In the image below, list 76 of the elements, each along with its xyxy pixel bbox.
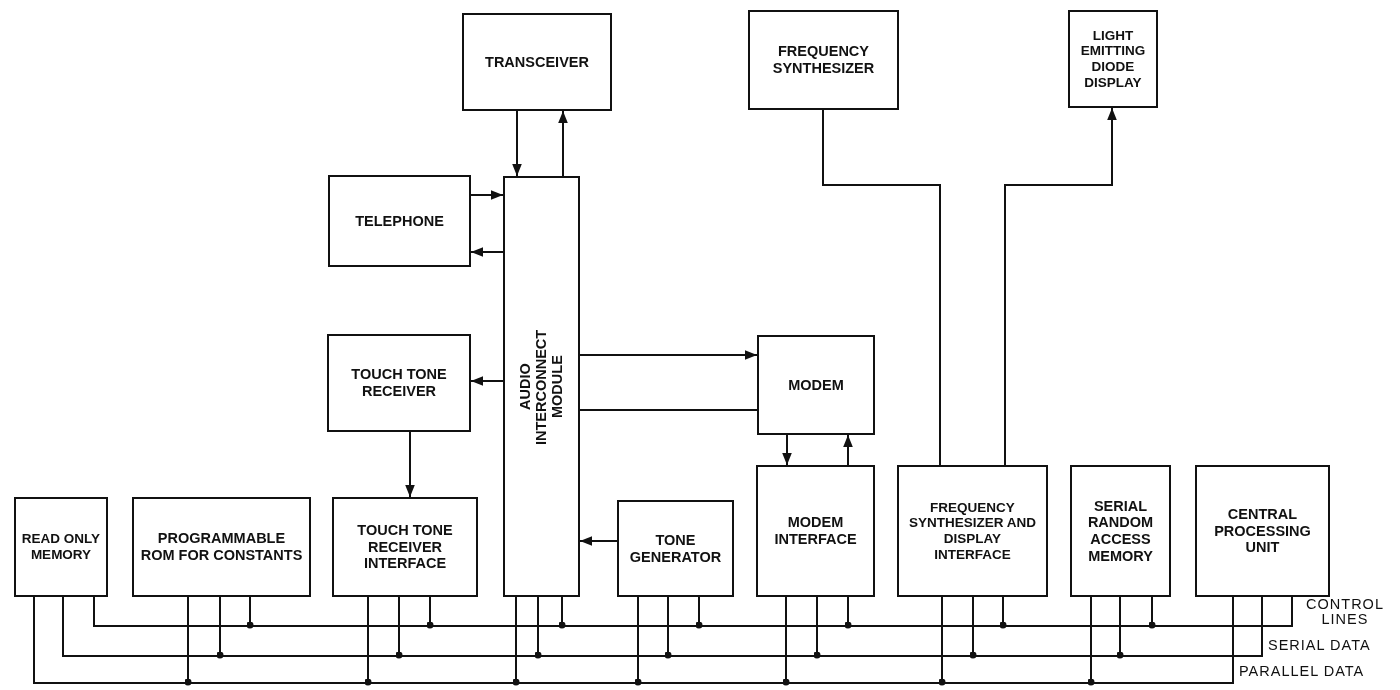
bus-tap-line (93, 596, 95, 626)
bus-tap-line (695, 596, 703, 629)
arrow (1004, 107, 1117, 466)
bus-tap-line (33, 596, 35, 683)
block-box (748, 10, 899, 110)
arrow (405, 431, 415, 498)
block-box (14, 497, 108, 597)
block-box (462, 13, 612, 111)
box-label: FREQUENCY SYNTHESIZER AND DISPLAY INTERFACE (908, 499, 1037, 563)
arrow (512, 110, 522, 177)
box-label: TRANSCEIVER (485, 53, 589, 71)
bus-tap-line (782, 596, 790, 686)
box-label: TOUCH TONE RECEIVER INTERFACE (356, 522, 454, 572)
bus-tap-line (634, 596, 642, 686)
bus-tap-line (999, 596, 1007, 629)
block-box (1068, 10, 1158, 108)
bus-tap-line (184, 596, 192, 686)
block-box (327, 334, 471, 432)
bus-tap-line (534, 596, 542, 659)
bus-tap-line (62, 596, 64, 656)
box-label: READ ONLY MEMORY (21, 531, 101, 563)
bus-tap-line (1291, 596, 1293, 626)
arrow (843, 434, 853, 466)
arrow (579, 536, 618, 546)
bus-tap-line (558, 596, 566, 629)
block-box (332, 497, 478, 597)
bus-tap-line (216, 596, 224, 659)
box-label: MODEM (788, 376, 844, 394)
block-box (132, 497, 311, 597)
bus-tap-line (664, 596, 672, 659)
block-box (1195, 465, 1330, 597)
bus-label: PARALLEL DATA (1239, 664, 1365, 680)
bus-tap-line (426, 596, 434, 629)
box-label: TELEPHONE (355, 212, 444, 230)
block-box (328, 175, 471, 267)
arrow (470, 376, 504, 386)
bus-tap-line (246, 596, 254, 629)
bus-tap-line (364, 596, 372, 686)
box-label: LIGHT EMITTING DIODE DISPLAY (1079, 27, 1147, 91)
box-label: MODEM INTERFACE (773, 514, 858, 548)
block-box (1070, 465, 1171, 597)
bus-tap-line (512, 596, 520, 686)
bus-tap-line (938, 596, 946, 686)
box-label: TONE GENERATOR (628, 531, 723, 566)
bus-line (93, 625, 1293, 627)
box-label: SERIAL RANDOM ACCESS MEMORY (1086, 497, 1155, 565)
bus-label: CONTROL LINES (1305, 597, 1385, 628)
arrow (470, 247, 504, 257)
block-box (756, 465, 875, 597)
box-label: AUDIO INTERCONNECT MODULE (517, 327, 566, 447)
block-box (757, 335, 875, 435)
arrow (558, 110, 568, 177)
connector-line (579, 409, 758, 411)
bus-tap-line (969, 596, 977, 659)
connector-line (822, 109, 941, 466)
bus-tap-line (813, 596, 821, 659)
box-label: FREQUENCY SYNTHESIZER (771, 43, 876, 77)
bus-tap-line (1148, 596, 1156, 629)
bus-tap-line (1232, 596, 1234, 683)
bus-tap-line (395, 596, 403, 659)
bus-tap-line (1116, 596, 1124, 659)
box-label: CENTRAL PROCESSING UNIT (1213, 506, 1312, 556)
module-box (503, 176, 580, 597)
bus-tap-line (844, 596, 852, 629)
bus-line (33, 682, 1234, 684)
bus-label: SERIAL DATA (1268, 638, 1371, 654)
bus-tap-line (1087, 596, 1095, 686)
block-box (617, 500, 734, 597)
arrow (782, 434, 792, 466)
bus-line (62, 655, 1263, 657)
block-box (897, 465, 1048, 597)
bus-tap-line (1261, 596, 1263, 656)
arrow (470, 190, 504, 200)
box-label: TOUCH TONE RECEIVER (350, 366, 448, 400)
arrow (579, 350, 758, 360)
box-label: PROGRAMMABLE ROM FOR CONSTANTS (139, 530, 304, 564)
